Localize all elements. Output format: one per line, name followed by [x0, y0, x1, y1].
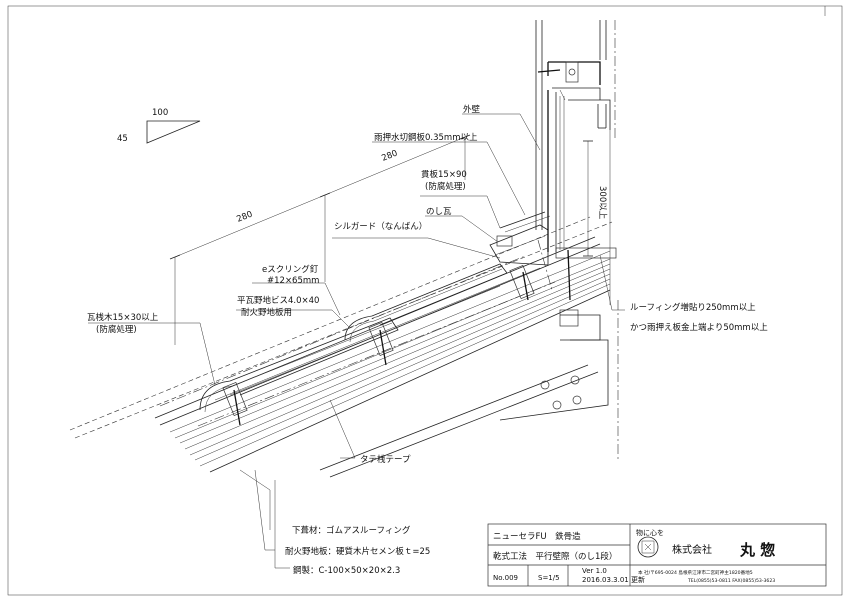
slope-rise: 45: [117, 134, 128, 144]
dimension-lines: 280 280 300以上: [169, 134, 607, 345]
title-method: 乾式工法 平行壁際（のし1段）: [493, 551, 617, 562]
label-screw: eスクリング釘: [262, 264, 319, 275]
roof-layers: [69, 216, 613, 478]
annotation-labels: 外壁 雨押水切鋼板0.35mm以上 貫板15×90 (防腐処理) のし瓦 シルガ…: [87, 104, 768, 576]
label-noshi: のし瓦: [426, 207, 452, 217]
company-name: 丸 惣: [739, 541, 775, 559]
wall-structure: [499, 20, 619, 460]
label-amaosae: 雨押水切鋼板0.35mm以上: [374, 132, 478, 143]
noshi-and-flashing: [489, 211, 551, 266]
label-sanki-note: (防腐処理): [96, 324, 137, 335]
title-block: ニューセラFU 鉄骨造 乾式工法 平行壁際（のし1段） No.009 S=1/5…: [487, 523, 827, 587]
label-kousei: 鋼製：C-100×50×20×2.3: [293, 565, 400, 576]
bolt-top: [565, 61, 579, 83]
title-scale: S=1/5: [538, 574, 560, 582]
label-shitabuki: 下葺材：ゴムアスルーフィング: [292, 525, 411, 536]
dimension-300-vertical: 300以上: [597, 186, 607, 220]
label-roofing: ルーフィング増貼り250mm以上: [630, 302, 756, 313]
label-sanki: 瓦桟木15×30以上: [87, 312, 159, 323]
company-tel: TEL(0855)53-0811 FAX(0855)53-3623: [687, 578, 775, 584]
company-motto: 物に心を: [636, 528, 664, 537]
roof-tiles: [199, 263, 541, 426]
company-logo-seal: [637, 536, 659, 558]
title-date: 2016.03.3.01 更新: [582, 575, 645, 584]
label-nojiita: 耐火野地板：硬質木片セメン板ｔ=25: [285, 546, 430, 557]
leader-lines: [88, 113, 625, 569]
drawing-border: [7, 5, 843, 596]
label-gaiheki: 外壁: [463, 104, 481, 115]
label-roofing-note: かつ雨押え板金上端より50mm以上: [630, 322, 768, 333]
title-number: No.009: [493, 574, 518, 582]
company-address: 本 社/〒695-0024 島根県江津市二宮町神主1820番地5: [638, 569, 753, 576]
label-nukiita: 貫板15×90: [421, 169, 467, 180]
dimension-280-lower: 280: [235, 209, 254, 224]
label-silguard: シルガード（なんばん）: [334, 221, 427, 232]
slope-indicator: 100 45: [117, 108, 201, 144]
label-tatesan: タテ桟テープ: [360, 454, 411, 465]
title-product: ニューセラFU 鉄骨造: [493, 531, 581, 542]
label-screw-size: #12×65mm: [267, 276, 319, 286]
label-nukiita-note: (防腐処理): [425, 181, 466, 192]
title-version: Ver 1.0: [582, 567, 607, 575]
label-vis: 平瓦野地ビス4.0×40: [237, 295, 319, 306]
label-vis-note: 耐火野地板用: [241, 307, 292, 318]
dimension-280-upper: 280: [380, 148, 399, 163]
company-type: 株式会社: [672, 543, 712, 556]
slope-run: 100: [152, 108, 168, 118]
